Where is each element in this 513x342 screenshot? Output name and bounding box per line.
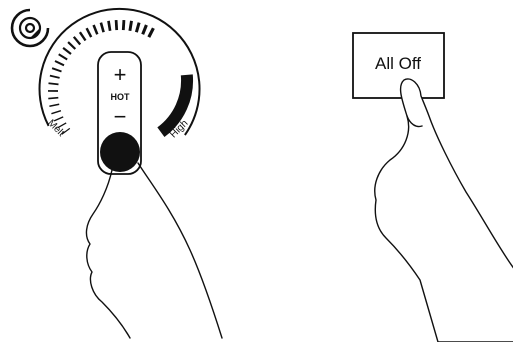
dial-tick (109, 21, 111, 31)
dial-min-label: Melt (45, 118, 66, 139)
dial-tick (143, 25, 147, 34)
dial-tick (49, 83, 59, 84)
dial-tick (48, 98, 58, 99)
dial-tick (52, 68, 61, 71)
dial-tick (123, 20, 124, 30)
dial-tick (94, 25, 98, 34)
decrease-button[interactable]: − (114, 104, 127, 129)
dial-tick (68, 42, 75, 49)
dial-tick (116, 20, 117, 30)
dial-tick (55, 61, 64, 65)
dial-tick (130, 21, 132, 31)
fingertip-press-indicator (100, 132, 140, 172)
dial-tick (63, 48, 71, 54)
dial-tick (49, 104, 59, 106)
dial-tick (136, 23, 139, 33)
dial-tick (51, 111, 61, 114)
all-off-button-label: All Off (375, 54, 421, 73)
dial-tick (50, 76, 60, 78)
increase-button[interactable]: + (114, 62, 127, 87)
sensor-target-icon (12, 10, 48, 46)
hot-label: HOT (111, 92, 131, 102)
dial-tick (59, 54, 67, 59)
pointing-hand-icon (375, 79, 513, 342)
pointing-hand-icon (86, 163, 222, 338)
dial-tick (149, 28, 154, 37)
dial-tick (87, 28, 92, 37)
dial-tick (101, 23, 104, 33)
dial-tick (74, 37, 80, 45)
dial-tick (80, 32, 86, 40)
